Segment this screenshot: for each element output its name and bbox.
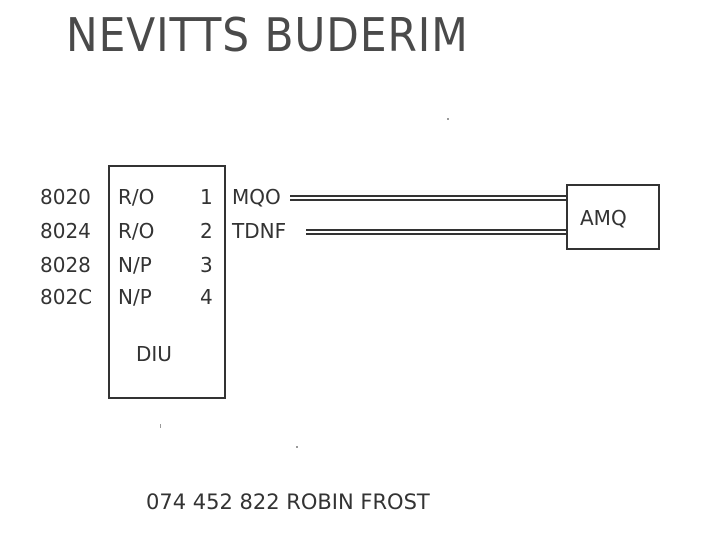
mode-label: R/O	[118, 219, 155, 243]
scan-speck	[160, 424, 161, 428]
scan-speck	[296, 446, 298, 448]
amq-block	[566, 184, 660, 250]
wire-mqo	[290, 195, 566, 201]
signal-label-tdnf: TDNF	[232, 219, 287, 243]
address-label: 802C	[40, 285, 93, 309]
div-block-label: DIU	[136, 342, 172, 366]
diagram-title: NEVITTS BUDERIM	[66, 8, 469, 62]
footer-contact: 074 452 822 ROBIN FROST	[146, 490, 430, 514]
mode-label: N/P	[118, 285, 152, 309]
address-label: 8024	[40, 219, 91, 243]
mode-label: R/O	[118, 185, 155, 209]
amq-block-label: AMQ	[580, 206, 627, 230]
pin-label: 1	[200, 185, 213, 209]
address-label: 8028	[40, 253, 91, 277]
pin-label: 3	[200, 253, 213, 277]
pin-label: 2	[200, 219, 213, 243]
address-label: 8020	[40, 185, 91, 209]
signal-label-mqo: MQO	[232, 185, 281, 209]
div-block	[108, 165, 226, 399]
scan-speck	[447, 118, 449, 120]
wire-tdnf	[306, 229, 566, 235]
pin-label: 4	[200, 285, 213, 309]
mode-label: N/P	[118, 253, 152, 277]
